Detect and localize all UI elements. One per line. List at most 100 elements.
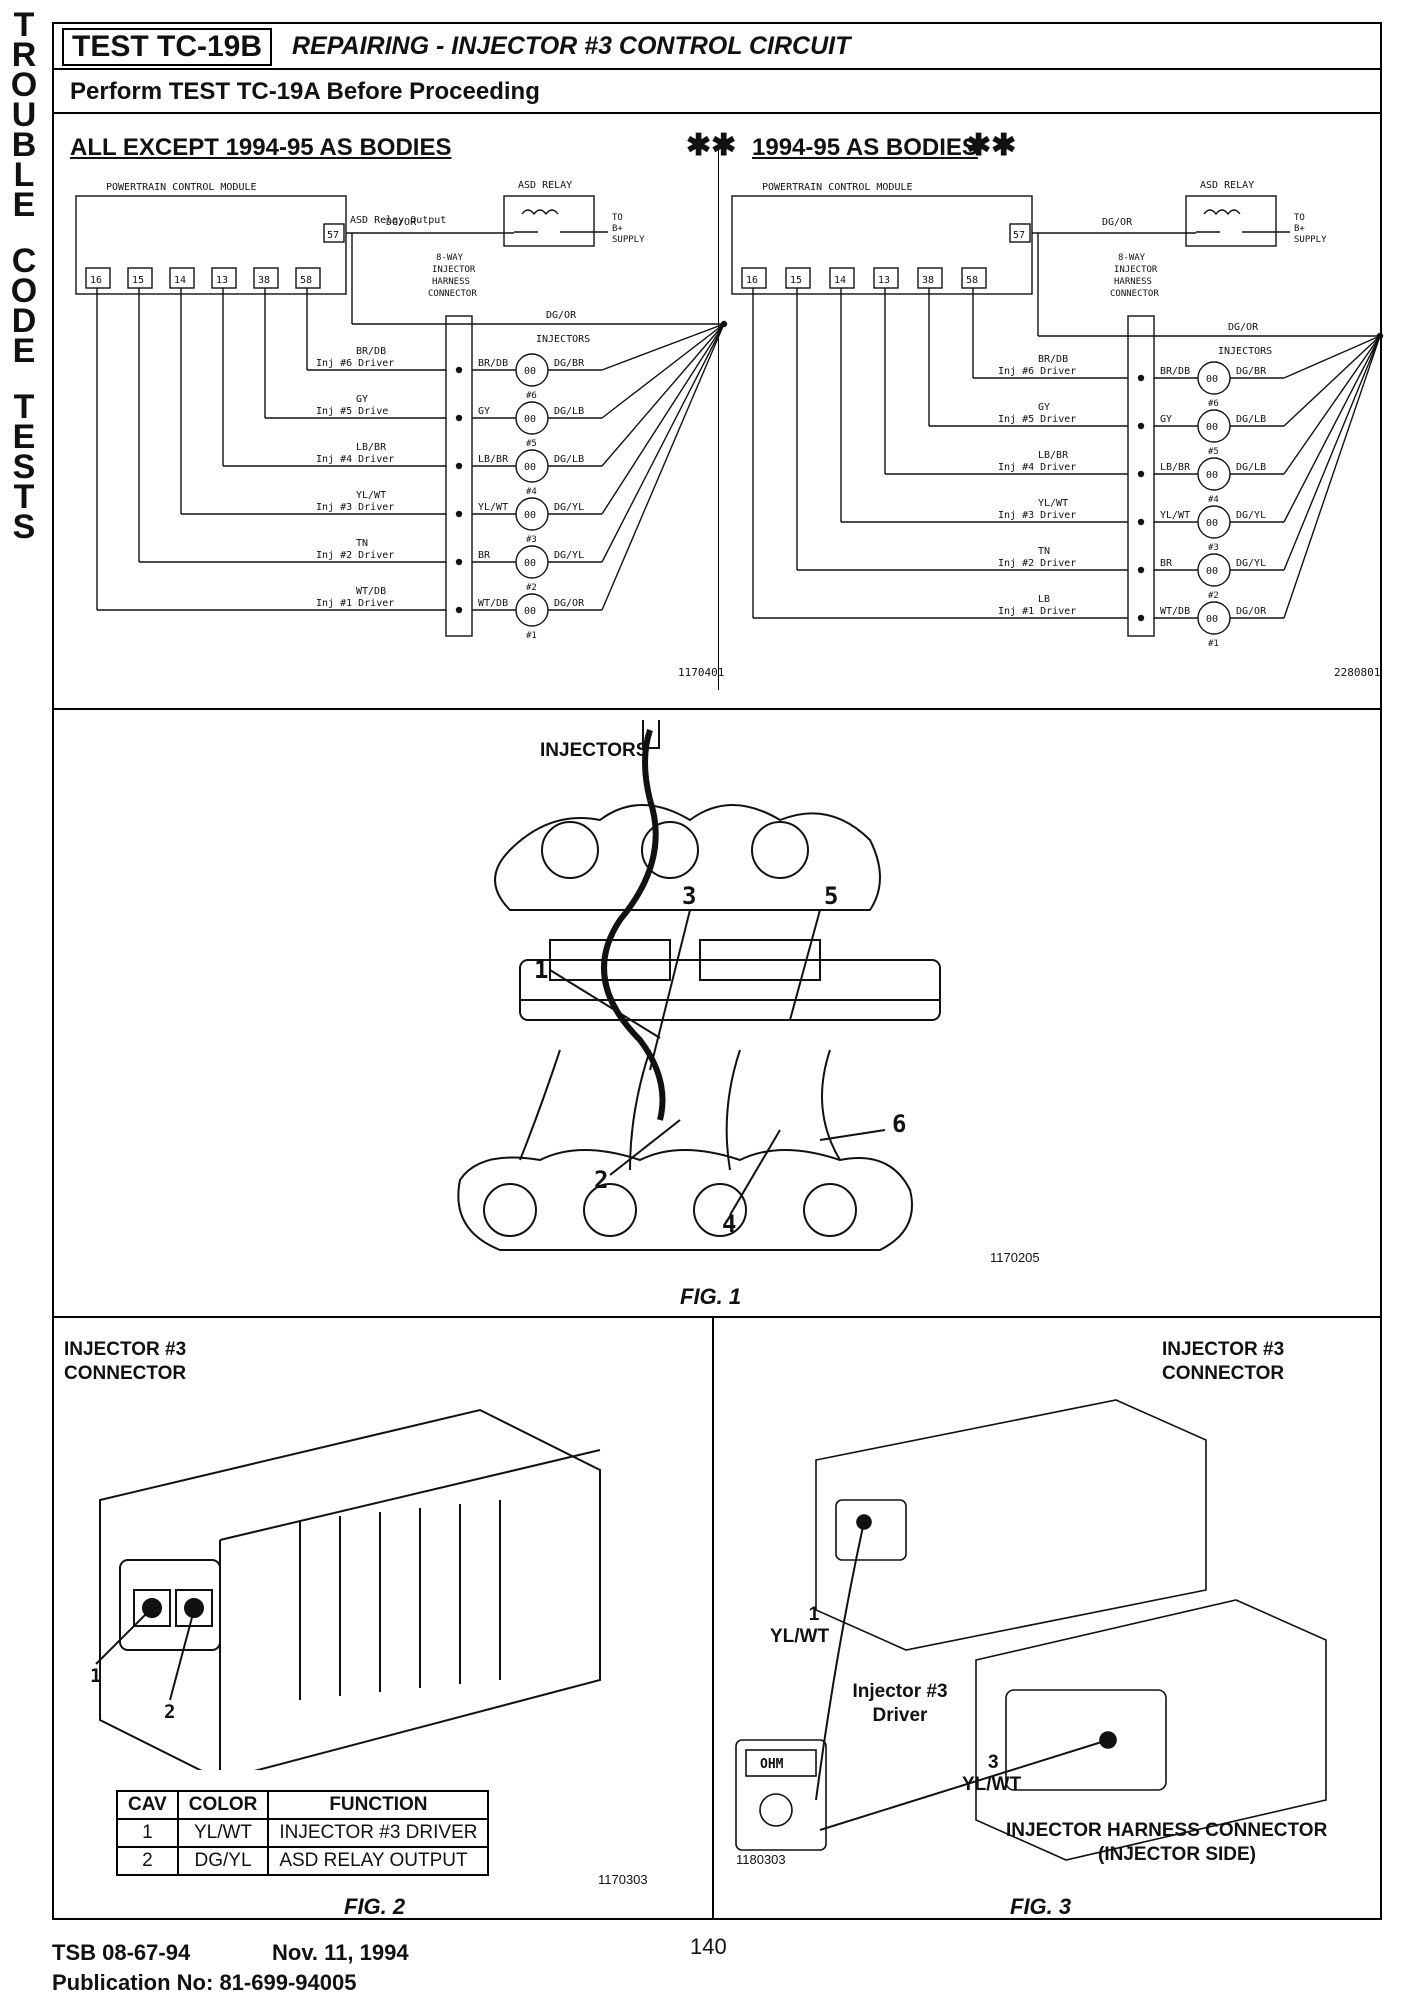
- engine-outline: [457, 720, 941, 1251]
- connector-pin-dot: [1137, 374, 1145, 382]
- injector-coil: 00: [524, 510, 536, 521]
- fig3-callout-1: 1: [808, 1604, 820, 1625]
- column-divider: [712, 1316, 714, 1920]
- pcm-pin-label: 16: [746, 275, 758, 286]
- connector-pin-dot: [455, 606, 463, 614]
- connector-wire-label: BR: [1160, 558, 1173, 569]
- pcm-pin-label: 14: [834, 275, 846, 286]
- injector-coil: 00: [1206, 614, 1218, 625]
- pcm-pin-label: 14: [174, 275, 186, 286]
- connector-pin-dot: [1137, 518, 1145, 526]
- pcm-pin-label: 16: [90, 275, 102, 286]
- port-hole: [583, 1183, 637, 1237]
- injector-number: #3: [1208, 543, 1219, 553]
- fig1-callout-2: 2: [594, 1166, 608, 1194]
- fig1-id: 1170205: [990, 1250, 1040, 1265]
- diagram-figure-id: 1170401: [678, 666, 724, 679]
- injector-coil: 00: [524, 366, 536, 377]
- fig1-callout-4: 4: [722, 1210, 736, 1238]
- connector-wire-label: GY: [478, 406, 490, 417]
- connector-pin-dot: [1137, 566, 1145, 574]
- injectors-label: INJECTORS: [1218, 346, 1272, 357]
- driver-label: Inj #5 Driver: [998, 414, 1076, 425]
- to-b-plus-label: SUPPLY: [612, 235, 645, 245]
- asd-relay-label: ASD RELAY: [1200, 180, 1254, 191]
- connector-label: HARNESS: [1114, 277, 1152, 287]
- connector-pin-dot: [1137, 470, 1145, 478]
- sidebar-letter: O: [10, 66, 38, 104]
- driver-label: Inj #2 Driver: [998, 558, 1076, 569]
- pcm-pin-label: 58: [300, 275, 312, 286]
- connector-pin-dot: [455, 510, 463, 518]
- pcm-pin-box: [127, 267, 153, 289]
- subheader: Perform TEST TC-19A Before Proceeding: [52, 70, 1382, 114]
- pcm-pin-box: [873, 267, 899, 289]
- to-b-plus-label: SUPPLY: [1294, 235, 1327, 245]
- connector-outline: [99, 1408, 601, 1770]
- fig3-caption: FIG. 3: [1010, 1894, 1072, 1919]
- injector-number: #3: [526, 535, 537, 545]
- callout-leader: [729, 1129, 781, 1216]
- multimeter-display: [745, 1749, 817, 1777]
- footer-publication: Publication No: 81-699-94005: [52, 1970, 357, 1995]
- driver-label: Inj #3 Driver: [316, 502, 394, 513]
- wire: [1283, 335, 1381, 475]
- wire: [601, 323, 725, 371]
- meter-lead: [815, 1521, 865, 1801]
- test-id: TEST TC-19B: [62, 28, 273, 66]
- pcm-pin-box: [169, 267, 195, 289]
- asd-output-label: ASD Relay Output: [350, 215, 446, 226]
- injector-out-label: DG/OR: [1236, 606, 1267, 617]
- connector-edge: [219, 1449, 601, 1770]
- port-hole: [541, 821, 599, 879]
- port-hole: [803, 1183, 857, 1237]
- injector-out-label: DG/YL: [554, 502, 584, 513]
- port-hole: [693, 1183, 747, 1237]
- pcm-pin-box: [211, 267, 237, 289]
- pcm-pin-label: 13: [216, 275, 228, 286]
- sidebar-letter: E: [12, 418, 36, 456]
- pcm-pin-label: 38: [258, 275, 270, 286]
- common-wire-label: DG/OR: [546, 310, 577, 321]
- sidebar-letter: O: [10, 272, 38, 310]
- connector-pin-dot: [1137, 614, 1145, 622]
- injector-coil: 00: [524, 558, 536, 569]
- asd-wire-label: DG/OR: [1102, 217, 1133, 228]
- cavity-1: [133, 1589, 171, 1627]
- page-frame: [52, 22, 1382, 1920]
- pcm-pin-box: [741, 267, 767, 289]
- multimeter-dial: [759, 1793, 793, 1827]
- page-header: TEST TC-19B REPAIRING - INJECTOR #3 CONT…: [52, 22, 1382, 70]
- harness-connector: [642, 720, 660, 749]
- pcm-pin-box: [295, 267, 321, 289]
- cavity-2-terminal: [184, 1598, 204, 1618]
- injector-connector-face: [835, 1499, 907, 1561]
- fig3-callout-1-color: YL/WT: [770, 1626, 830, 1647]
- diagram_right-diagram: [731, 195, 1384, 637]
- connector-box: [1127, 315, 1155, 637]
- sidebar-letter: C: [11, 242, 37, 280]
- fig3-title: INJECTOR #3 CONNECTOR: [1162, 1339, 1285, 1384]
- callout-leader: [549, 969, 661, 1039]
- relay-coil: [1203, 209, 1241, 216]
- table-cell: 1: [116, 1818, 179, 1848]
- lower-flange: [457, 1149, 913, 1251]
- sidebar-letter: R: [11, 36, 37, 74]
- driver-label: Inj #4 Driver: [998, 462, 1076, 473]
- connector-wire-label: YL/WT: [478, 502, 508, 513]
- pcm-label: POWERTRAIN CONTROL MODULE: [106, 182, 257, 193]
- wire: [601, 323, 725, 467]
- sidebar-letter: T: [13, 478, 35, 516]
- pcm-box: [75, 195, 347, 295]
- meter-lead: [819, 1739, 1109, 1831]
- asd-relay-box: [1185, 195, 1277, 247]
- pcm-pin-label: 58: [966, 275, 978, 286]
- wire: [601, 323, 725, 563]
- pcm-pin-label: 13: [878, 275, 890, 286]
- driver-wire-label: GY: [1038, 402, 1050, 413]
- pcm-pin-label: 15: [790, 275, 802, 286]
